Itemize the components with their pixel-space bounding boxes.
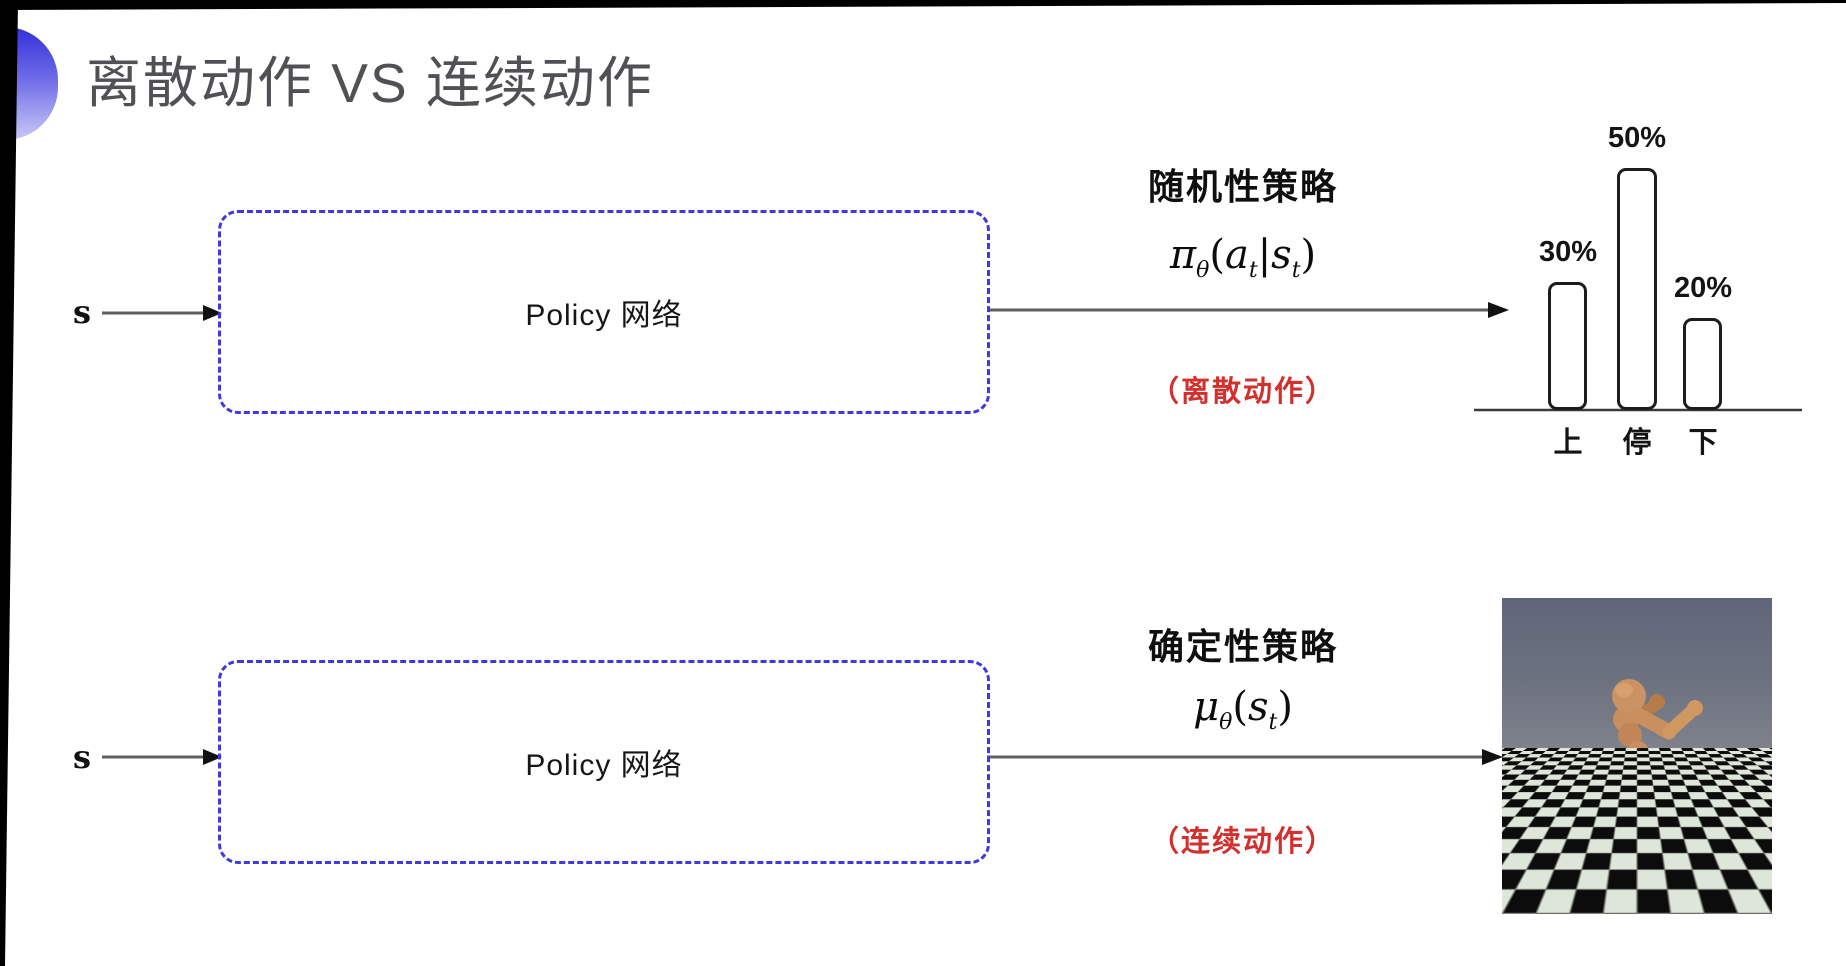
policy-type-label-top: 随机性策略	[1147, 166, 1338, 207]
bar-value-label: 30%	[1538, 236, 1598, 268]
action-type-note-bottom: （连续动作）	[1149, 826, 1336, 858]
page-title: 离散动作 VS 连续动作	[86, 52, 654, 114]
input-arrow-bottom	[102, 749, 222, 765]
formula-paren: (	[1209, 232, 1225, 278]
input-arrow-top	[102, 305, 222, 321]
formula-paren: (	[1232, 684, 1248, 730]
formula-subscript: t	[1248, 258, 1258, 283]
formula-subscript: θ	[1196, 258, 1210, 283]
figure-shadow	[1597, 858, 1687, 868]
policy-box-label-bottom: Policy 网络	[525, 749, 683, 782]
formula-bar: |	[1257, 232, 1272, 278]
chart-bar-up	[1548, 282, 1587, 410]
formula-paren: )	[1300, 232, 1317, 278]
category-label-stop: 停	[1622, 427, 1652, 459]
humanoid-simulation-image	[1502, 598, 1772, 914]
arrowhead-icon	[1488, 302, 1509, 318]
output-arrow-bottom	[987, 749, 1503, 765]
formula-subscript: t	[1268, 710, 1278, 735]
formula-subscript: θ	[1219, 710, 1233, 735]
state-input-label-bottom: s	[72, 738, 91, 776]
state-input-label-top: s	[72, 293, 91, 331]
humanoid-figure	[1578, 679, 1703, 910]
formula-symbol: μ	[1193, 684, 1220, 730]
formula-arg: a	[1224, 232, 1249, 278]
chart-bar-stop	[1617, 168, 1657, 410]
formula-subscript: t	[1291, 258, 1301, 283]
chart-bar-down	[1683, 318, 1722, 410]
policy-network-box-top: Policy 网络	[218, 210, 990, 414]
formula-symbol: π	[1169, 232, 1197, 278]
policy-box-label-top: Policy 网络	[525, 299, 683, 332]
formula-arg: s	[1271, 232, 1292, 278]
formula-paren: )	[1277, 684, 1293, 730]
category-label-down: 下	[1688, 427, 1718, 459]
policy-network-box-bottom: Policy 网络	[218, 660, 990, 864]
bar-value-label: 20%	[1673, 272, 1733, 304]
letterbox-top-edge	[0, 0, 1846, 10]
letterbox-left-edge	[0, 0, 18, 966]
arrowhead-icon	[1482, 749, 1503, 765]
policy-formula-bottom: μθ(st)	[1093, 684, 1393, 735]
bar-value-label: 50%	[1607, 122, 1667, 154]
formula-arg: s	[1247, 684, 1269, 730]
policy-formula-top: πθ(at|st)	[1093, 232, 1393, 283]
policy-type-label-bottom: 确定性策略	[1147, 626, 1338, 667]
output-arrow-top	[987, 302, 1509, 318]
floor-reflection	[1601, 877, 1669, 895]
category-label-up: 上	[1553, 427, 1583, 459]
action-type-note-top: （离散动作）	[1149, 376, 1336, 408]
